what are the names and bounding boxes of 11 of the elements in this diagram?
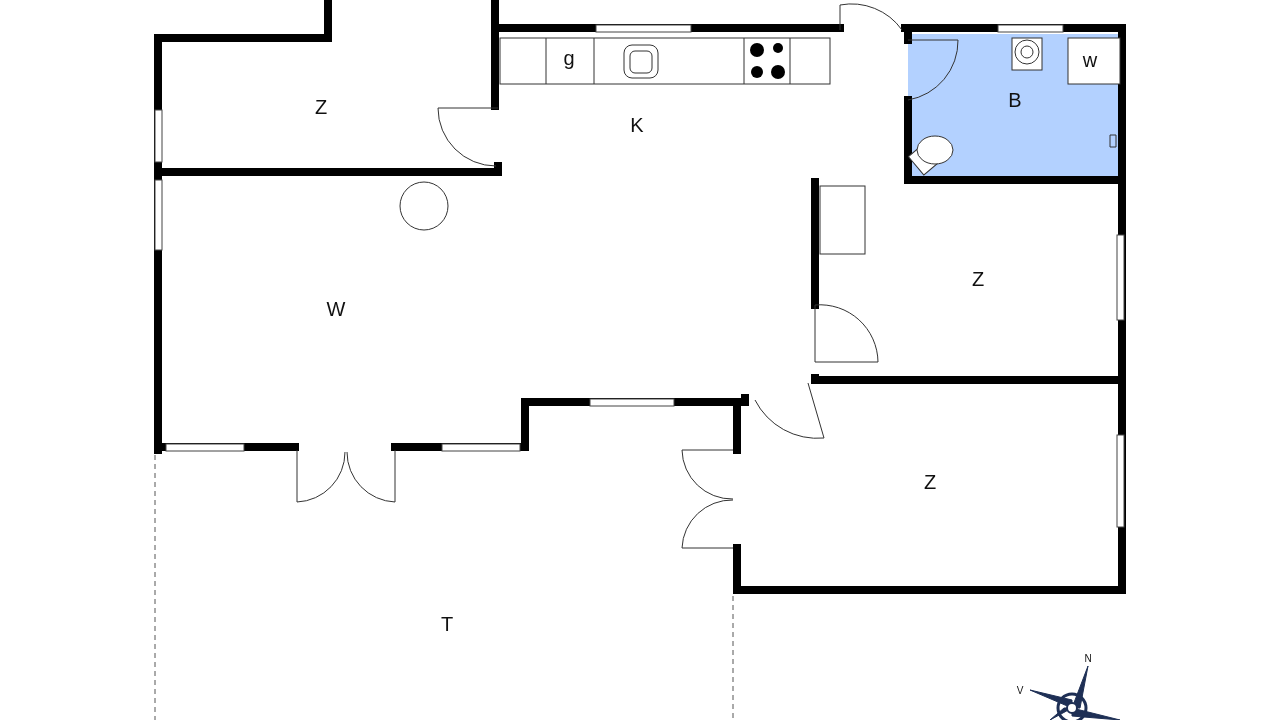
appliance-label: g bbox=[563, 48, 575, 68]
room-label: Z bbox=[923, 472, 937, 492]
appliance-label: w bbox=[1082, 50, 1098, 70]
compass-letter: V bbox=[1016, 686, 1024, 696]
room-label: Z bbox=[314, 97, 328, 117]
room-label: Z bbox=[971, 269, 985, 289]
compass-letter: N bbox=[1084, 654, 1092, 664]
room-label: K bbox=[630, 115, 644, 135]
room-label: B bbox=[1008, 90, 1022, 110]
room-label: T bbox=[440, 614, 454, 634]
room-label: W bbox=[326, 299, 346, 319]
